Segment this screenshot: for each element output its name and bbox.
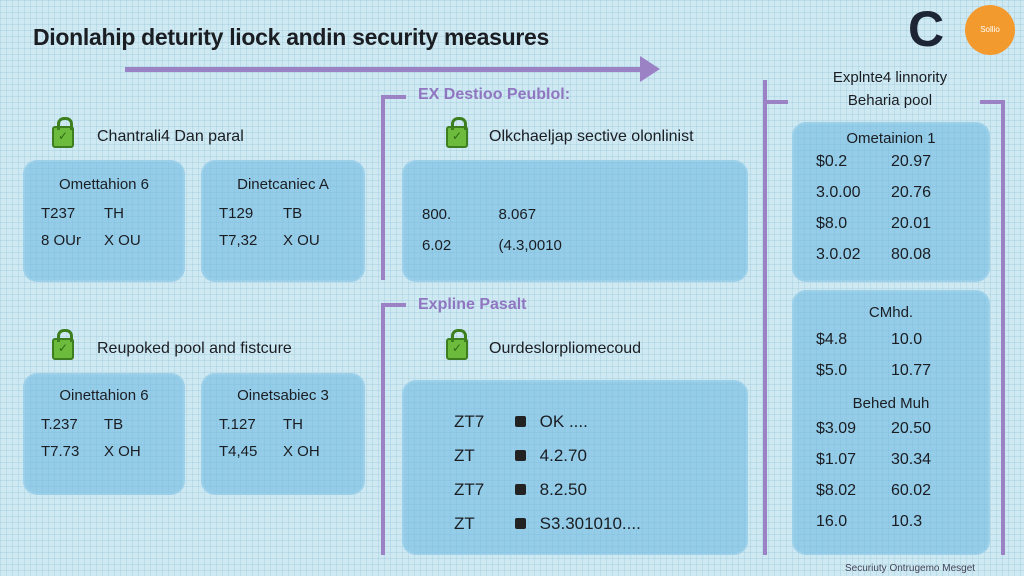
cell: 10.3 [891, 513, 923, 530]
info-card[interactable]: 800. 8.067 6.02 (4.3,0010 [402, 160, 748, 282]
cell: 4.2.70 [539, 446, 587, 465]
cell: 80.08 [891, 246, 932, 263]
cell: ZT7 [454, 480, 485, 499]
cell: T237 [41, 205, 76, 222]
card-title: Oinetsabiec 3 [237, 387, 329, 404]
card-title: CMhd. [868, 304, 914, 321]
cell: 3.0.00 [816, 184, 861, 201]
cell: X OH [104, 443, 141, 460]
connector-line [763, 80, 767, 555]
cell: T4,45 [219, 443, 258, 460]
cell: TH [283, 416, 303, 433]
cell: T7.73 [41, 443, 80, 460]
cell: X OH [283, 443, 320, 460]
card-title: Omettahion 6 [58, 176, 150, 193]
right-subheading: Beharia pool [847, 92, 933, 109]
cell: X OU [283, 232, 320, 249]
cell: TH [104, 205, 124, 222]
info-card[interactable]: CMhd. $4.8 10.0 $5.0 10.77 Behed Muh $3.09… [792, 290, 990, 555]
cell: T7,32 [219, 232, 258, 249]
lock-icon [52, 117, 74, 148]
card-title: Ometainion 1 [846, 130, 936, 147]
card-subtitle: Behed Muh [852, 395, 930, 412]
cell: 8.067 [498, 206, 537, 223]
cell: TB [283, 205, 303, 222]
connector-line [381, 303, 385, 555]
cell: 6.02 [422, 237, 452, 254]
page-title: Dionlahip deturity liock andin security … [33, 24, 550, 50]
section-label: Chantrali4 Dan paral [97, 128, 244, 145]
connector-line [381, 303, 406, 307]
cell: 20.97 [891, 153, 932, 170]
bullet-icon [514, 518, 526, 529]
connector-line [980, 100, 1005, 104]
footer-credit: Securiuty Ontrugemo Mesget [845, 563, 976, 574]
cell: 800. [422, 206, 452, 223]
connector-line [1001, 100, 1005, 555]
connector-line [763, 100, 788, 104]
cell: X OU [104, 232, 141, 249]
cell: 60.02 [891, 482, 932, 499]
flow-arrow [125, 67, 645, 72]
section-heading: Expline Pasalt [418, 296, 527, 313]
connector-line [381, 95, 385, 280]
cell: OK .... [539, 412, 588, 431]
lock-icon [446, 329, 468, 360]
cell: $5.0 [816, 362, 848, 379]
cell: 16.0 [816, 513, 848, 530]
bullet-icon [514, 484, 526, 495]
bullet-icon [514, 450, 526, 461]
cell: $8.0 [816, 215, 848, 232]
cell: $1.07 [816, 451, 857, 468]
section-label: Reupoked pool and fistcure [97, 340, 292, 357]
cell: $8.02 [816, 482, 857, 499]
right-heading: Explnte4 linnority [832, 69, 948, 86]
info-card[interactable]: ZT7 OK .... ZT 4.2.70 ZT7 8.2.50 ZT S3.3… [402, 380, 748, 555]
cell: ZT [454, 446, 475, 465]
info-card[interactable]: Omettahion 6 T237 TH 8 OUr X OU [23, 160, 185, 282]
card-title: Oinettahion 6 [59, 387, 149, 404]
cell: (4.3,0010 [498, 237, 562, 254]
lock-icon [52, 329, 74, 360]
cell: ZT7 [454, 412, 485, 431]
card-title: Dinetcaniec A [237, 176, 329, 193]
info-card[interactable]: Oinetsabiec 3 T.127 TH T4,45 X OH [201, 373, 365, 495]
section-heading: EX Destioo Peublol: [418, 86, 571, 103]
cell: T.237 [41, 416, 78, 433]
cell: 20.76 [891, 184, 932, 201]
bullet-icon [514, 416, 526, 427]
cell: 8 OUr [41, 232, 82, 249]
connector-line [381, 95, 406, 99]
cell: 30.34 [891, 451, 932, 468]
cell: $3.09 [816, 420, 857, 437]
cell: S3.301010.... [539, 514, 641, 533]
info-card[interactable]: Dinetcaniec A T129 TB T7,32 X OU [201, 160, 365, 282]
cell: $4.8 [816, 331, 848, 348]
cell: 3.0.02 [816, 246, 861, 263]
info-card[interactable]: Ometainion 1 $0.2 20.97 3.0.00 20.76 $8.0 2… [792, 122, 990, 282]
cell: 20.01 [891, 215, 932, 232]
cell: ZT [454, 514, 475, 533]
cell: 20.50 [891, 420, 932, 437]
cell: T.127 [219, 416, 256, 433]
arrow-head-icon [640, 56, 660, 82]
brand-logo: C [908, 1, 945, 57]
cell: T129 [219, 205, 254, 222]
info-card[interactable]: Oinettahion 6 T.237 TB T7.73 X OH [23, 373, 185, 495]
cell: 8.2.50 [539, 480, 587, 499]
lock-icon [446, 117, 468, 148]
cell: TB [104, 416, 124, 433]
section-label: Olkchaeljap sective olonlinist [489, 128, 694, 145]
brand-badge: Sollio [965, 5, 1015, 55]
cell: 10.77 [891, 362, 932, 379]
section-label: Ourdeslorpliomecoud [489, 340, 642, 357]
cell: $0.2 [816, 153, 848, 170]
cell: 10.0 [891, 331, 923, 348]
